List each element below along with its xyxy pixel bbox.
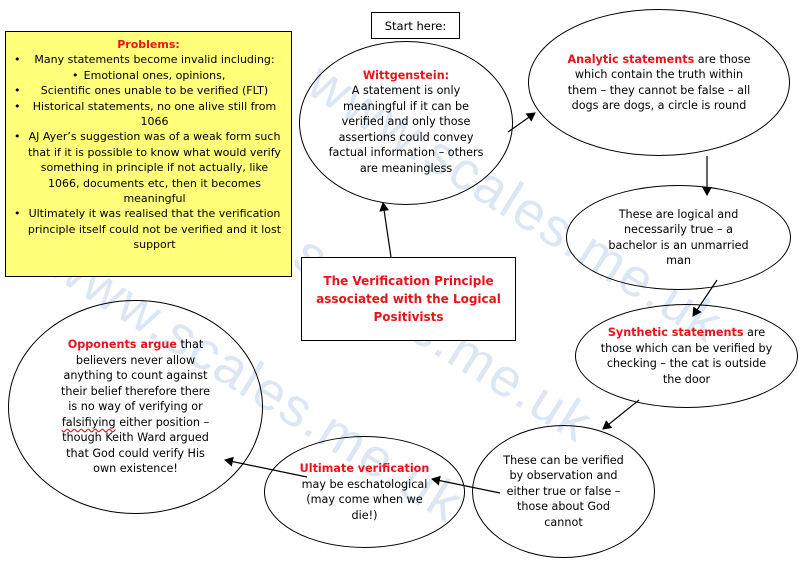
synthetic-node: Synthetic statements are those which can… bbox=[575, 304, 798, 408]
opponents-text-after: either position – though Keith Ward argu… bbox=[62, 415, 210, 476]
problems-item: Many statements become invalid including… bbox=[12, 52, 285, 68]
arrow-synthetic-to-observation bbox=[602, 399, 640, 430]
problems-item: Emotional ones, opinions, bbox=[12, 68, 285, 84]
opponents-body: Opponents argue that believers never all… bbox=[55, 337, 216, 477]
problems-list: Many statements become invalid including… bbox=[12, 52, 285, 252]
wittgenstein-title: Wittgenstein: bbox=[362, 68, 450, 82]
centre-line: associated with the Logical bbox=[316, 292, 501, 306]
opponents-node: Opponents argue that believers never all… bbox=[8, 300, 263, 514]
analytic-title: Analytic statements bbox=[567, 52, 695, 66]
ultimate-verification-node: Ultimate verification may be eschatologi… bbox=[264, 436, 465, 548]
problems-item: Scientific ones unable to be verified (F… bbox=[12, 83, 285, 99]
analytic-node: Analytic statements are those which cont… bbox=[528, 9, 790, 156]
start-here-label: Start here: bbox=[384, 18, 447, 33]
problems-box: Problems: Many statements become invalid… bbox=[5, 31, 292, 277]
problems-title: Problems: bbox=[117, 38, 180, 51]
ultimate-title: Ultimate verification bbox=[299, 462, 430, 475]
problems-item: AJ Ayer’s suggestion was of a weak form … bbox=[12, 129, 285, 206]
synthetic-title: Synthetic statements bbox=[607, 326, 744, 339]
logical-node: These are logical and necessarily true –… bbox=[566, 185, 791, 290]
wittgenstein-text: A statement is only meaningful if it can… bbox=[328, 84, 484, 175]
problems-item: Ultimately it was realised that the veri… bbox=[12, 206, 285, 252]
wittgenstein-node: Wittgenstein: A statement is only meanin… bbox=[299, 41, 513, 205]
observation-node: These can be verified by observation and… bbox=[472, 425, 655, 558]
observation-text: These can be verified by observation and… bbox=[503, 453, 624, 529]
centre-line: The Verification Principle bbox=[323, 274, 494, 288]
problems-item: Historical statements, no one alive stil… bbox=[12, 99, 285, 130]
synthetic-text: are those which can be verified by check… bbox=[600, 326, 773, 386]
ultimate-text: may be eschatological (may come when we … bbox=[301, 477, 428, 522]
logical-text: These are logical and necessarily true –… bbox=[608, 207, 749, 268]
analytic-text: are those which contain the truth within… bbox=[567, 52, 751, 113]
verification-principle-box: The Verification Principle associated wi… bbox=[301, 257, 516, 341]
opponents-text-before: that believers never allow anything to c… bbox=[61, 338, 210, 414]
analytic-body: Analytic statements are those which cont… bbox=[567, 52, 751, 114]
synthetic-body: Synthetic statements are those which can… bbox=[600, 325, 773, 387]
arrow-centre-to-wittgenstein bbox=[379, 202, 392, 258]
start-here-box: Start here: bbox=[371, 12, 460, 39]
opponents-title: Opponents argue bbox=[67, 338, 177, 352]
centre-line: Positivists bbox=[373, 310, 444, 324]
opponents-squiggle-word: falsifiying bbox=[61, 415, 116, 429]
